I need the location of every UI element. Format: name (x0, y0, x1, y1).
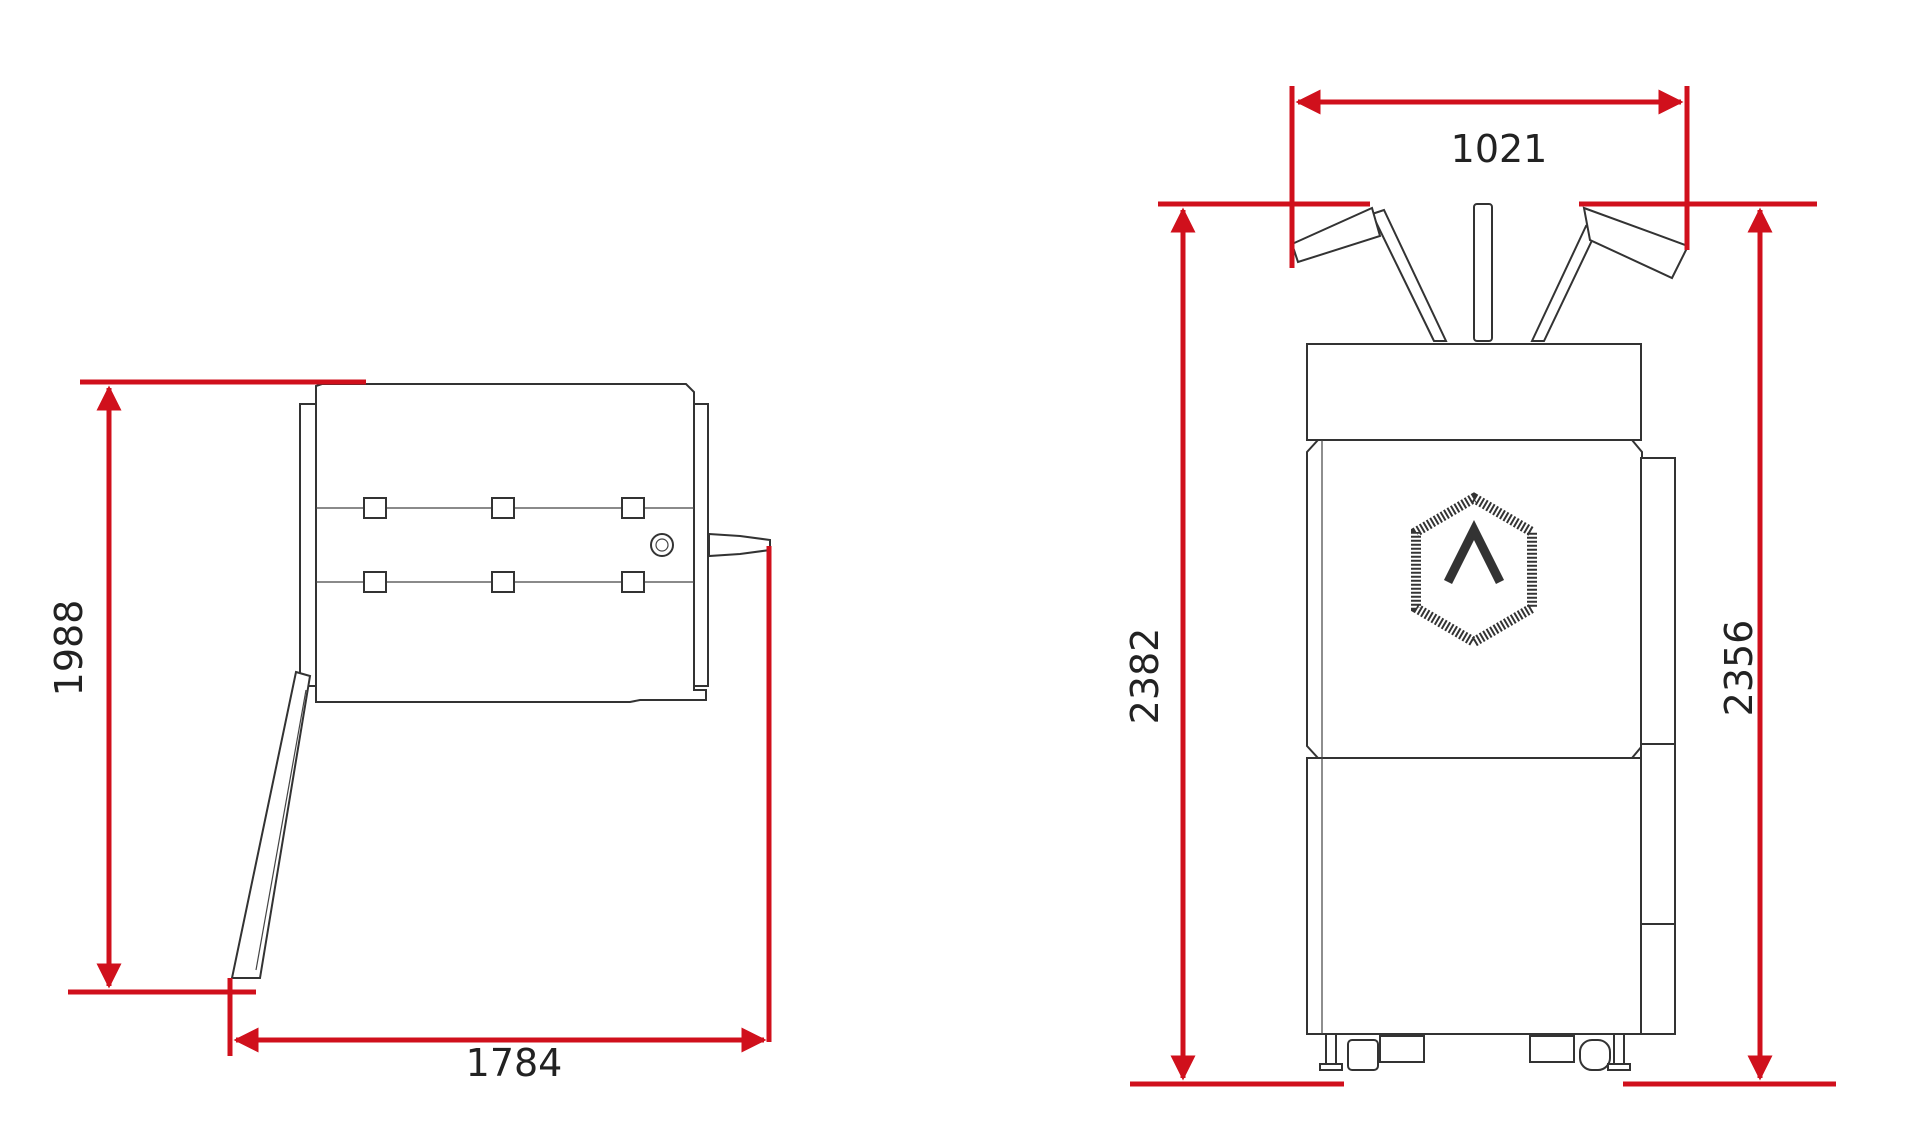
dimension-label-body-height: 2356 (1717, 620, 1761, 717)
hexagon-logo-icon (1411, 492, 1537, 648)
dimension-body-height: 2356 (1579, 201, 1836, 1087)
nozzle (708, 532, 771, 558)
dimension-total-height: 2382 (1123, 201, 1370, 1087)
machine-top-outline (230, 383, 771, 979)
dimension-arm-span: 1021 (1289, 86, 1690, 268)
right-arm (1530, 224, 1598, 342)
signal-light-pole (1473, 203, 1493, 342)
dimension-label-arm-span: 1021 (1451, 127, 1548, 171)
dimension-label-width: 1784 (466, 1041, 563, 1085)
port-circle (650, 533, 674, 557)
dimension-label-total-height: 2382 (1123, 628, 1167, 725)
right-monitor-head (1582, 206, 1690, 280)
hinge-icon (363, 497, 645, 593)
dimension-label-depth: 1988 (47, 600, 91, 697)
top-view: 1988 1784 (47, 379, 772, 1085)
left-monitor-head (1290, 206, 1382, 264)
dimension-width: 1784 (227, 546, 772, 1085)
left-arm (1370, 208, 1448, 342)
machine-front-outline (1290, 203, 1690, 1071)
dimension-depth: 1988 (47, 379, 366, 995)
feet-and-casters (1319, 1033, 1631, 1071)
open-door (230, 670, 312, 979)
front-view: 1021 2382 2356 (1123, 86, 1836, 1087)
